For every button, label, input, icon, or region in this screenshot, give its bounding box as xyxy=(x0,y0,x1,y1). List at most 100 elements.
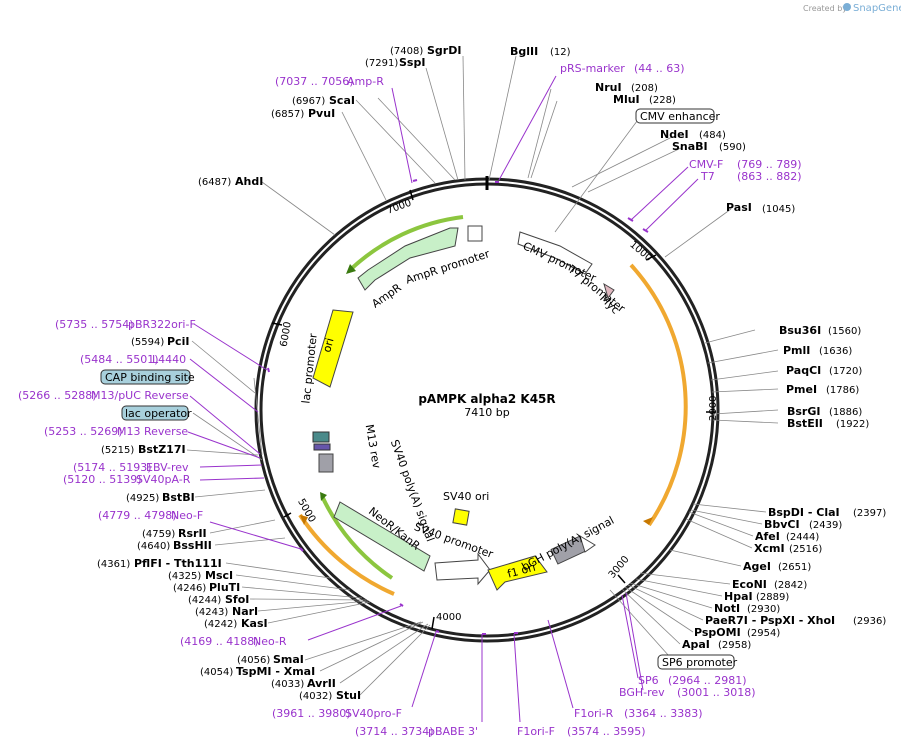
primer-range: (5253 .. 5269) xyxy=(44,425,123,438)
enzyme-label: BstEII xyxy=(787,417,823,430)
primer-label: pBR322ori-F xyxy=(128,318,196,331)
orange-arc-left-arrow xyxy=(300,515,308,525)
primer-label: Neo-R xyxy=(253,635,287,648)
primer-label: pRS-marker xyxy=(560,62,625,75)
enzyme-pos: (1560) xyxy=(828,326,861,337)
enzyme-label: AfeI xyxy=(755,530,780,543)
primer-label: SV40pA-R xyxy=(136,473,191,486)
plasmid-size: 7410 bp xyxy=(464,406,509,419)
primer-range: (5484 .. 5501) xyxy=(80,353,159,366)
primer-range: (5174 .. 5193) xyxy=(73,461,152,474)
primer-range: (3001 .. 3018) xyxy=(677,686,756,699)
feature-lac-promoter: lac promoter M13 rev xyxy=(299,332,383,470)
enzymes-right: BglII (12) NruI (208) MluI (228) NdeI (4… xyxy=(510,45,886,651)
enzyme-label: SspI xyxy=(399,56,425,69)
enzyme-label: KasI xyxy=(241,617,268,630)
enzyme-pos: (4361) xyxy=(97,559,130,570)
enzyme-label: RsrII xyxy=(178,527,207,540)
enzyme-label: PmlI xyxy=(783,344,810,357)
enzyme-label: BsrGI xyxy=(787,405,820,418)
enzyme-pos: (4056) xyxy=(237,655,270,666)
enzyme-label: Bsu36I xyxy=(779,324,821,337)
tick-2000: 2000 xyxy=(708,396,719,421)
enzyme-label: PaeR7I - PspXI - XhoI xyxy=(705,614,835,627)
lac-operator-box xyxy=(121,405,189,421)
enzyme-pos: (1922) xyxy=(836,419,869,430)
enzyme-label: BssHII xyxy=(173,539,212,552)
green-arc-neo-arrow xyxy=(320,492,327,501)
label-m13-rev: M13 rev xyxy=(363,423,384,470)
enzyme-pos: (2889) xyxy=(756,592,789,603)
enzyme-pos: (6967) xyxy=(292,96,325,107)
enzyme-pos: (7291) xyxy=(365,58,398,69)
enzyme-pos: (484) xyxy=(699,130,726,141)
label-sv40-ori: SV40 ori xyxy=(443,490,489,503)
primer-range: (3364 .. 3383) xyxy=(624,707,703,720)
primer-label: CMV-F xyxy=(689,158,723,171)
feature-sv40-promoter: SV40 promoter xyxy=(412,520,495,586)
enzyme-pos: (4246) xyxy=(173,583,206,594)
sp6-promoter-label: SP6 promoter xyxy=(662,656,738,669)
enzyme-pos: (208) xyxy=(631,83,658,94)
orange-arc-right-arrow xyxy=(643,517,653,525)
enzyme-pos: (5215) xyxy=(101,445,134,456)
enzyme-label: SfoI xyxy=(225,593,249,606)
feature-ori: ori xyxy=(312,309,354,388)
enzyme-label: MscI xyxy=(205,569,233,582)
enzyme-pos: (6857) xyxy=(271,109,304,120)
enzyme-label: PvuI xyxy=(308,107,335,120)
enzyme-label: TspMI - XmaI xyxy=(236,665,315,678)
enzyme-label: PmeI xyxy=(786,383,817,396)
cmv-enhancer-box xyxy=(635,108,715,124)
enzyme-pos: (4054) xyxy=(200,667,233,678)
enzyme-label: XcmI xyxy=(754,542,785,555)
ampr-promoter-arrow-box xyxy=(467,225,483,242)
feature-ampr: AmpR AmpR promoter xyxy=(357,225,492,311)
enzyme-pos: (4325) xyxy=(168,571,201,582)
primer-label: F1ori-R xyxy=(574,707,614,720)
enzyme-pos: (4759) xyxy=(142,529,175,540)
enzyme-label: SmaI xyxy=(273,653,304,666)
snapgene-logo-icon xyxy=(843,3,851,11)
enzyme-pos: (2842) xyxy=(774,580,807,591)
enzyme-pos: (4032) xyxy=(299,691,332,702)
primer-range: (5735 .. 5754) xyxy=(55,318,134,331)
primer-label: Neo-F xyxy=(171,509,203,522)
enzyme-pos: (2936) xyxy=(853,616,886,627)
enzyme-pos: (590) xyxy=(719,142,746,153)
enzyme-label: PciI xyxy=(167,335,189,348)
enzyme-pos: (4242) xyxy=(204,619,237,630)
green-arc-ampr-arrow xyxy=(346,264,356,274)
primer-label: M13/pUC Reverse xyxy=(91,389,189,402)
enzyme-pos: (1636) xyxy=(819,346,852,357)
enzyme-pos: (1886) xyxy=(829,407,862,418)
green-arc-neo xyxy=(320,495,394,580)
enzyme-label: ApaI xyxy=(682,638,710,651)
enzyme-label: PaqCI xyxy=(786,364,821,377)
primer-range: (7037 .. 7056) xyxy=(275,75,354,88)
primer-range: (3574 .. 3595) xyxy=(567,725,646,738)
primer-label: F1ori-F xyxy=(517,725,555,738)
enzyme-label: PflFI - Tth111I xyxy=(134,557,222,570)
primer-label: SV40pro-F xyxy=(345,707,402,720)
enzyme-pos: (2439) xyxy=(809,520,842,531)
lac-operator-label: lac operator xyxy=(125,407,192,420)
enzyme-label: PspOMI xyxy=(694,626,741,639)
primer-label: SP6 xyxy=(638,674,659,687)
enzyme-label: NruI xyxy=(595,81,622,94)
plasmid-name: pAMPK alpha2 K45R xyxy=(418,392,555,406)
enzyme-pos: (2958) xyxy=(718,640,751,651)
connector-lines xyxy=(186,55,779,696)
enzymes-left: (7408) SgrDI (7291) SspI (6967) ScaI (68… xyxy=(97,44,461,702)
primer-range: (44 .. 63) xyxy=(634,62,685,75)
enzyme-pos: (2444) xyxy=(786,532,819,543)
enzyme-label: SnaBI xyxy=(672,140,708,153)
credit-brand: SnapGene xyxy=(853,3,901,14)
enzyme-label: AvrII xyxy=(307,677,336,690)
primer-range: (5266 .. 5288) xyxy=(18,389,97,402)
enzyme-pos: (1045) xyxy=(762,204,795,215)
primer-labels: pRS-marker (44 .. 63) CMV-F (769 .. 789)… xyxy=(18,62,802,738)
primer-label: EBV-rev xyxy=(146,461,189,474)
enzyme-label: NotI xyxy=(714,602,740,615)
